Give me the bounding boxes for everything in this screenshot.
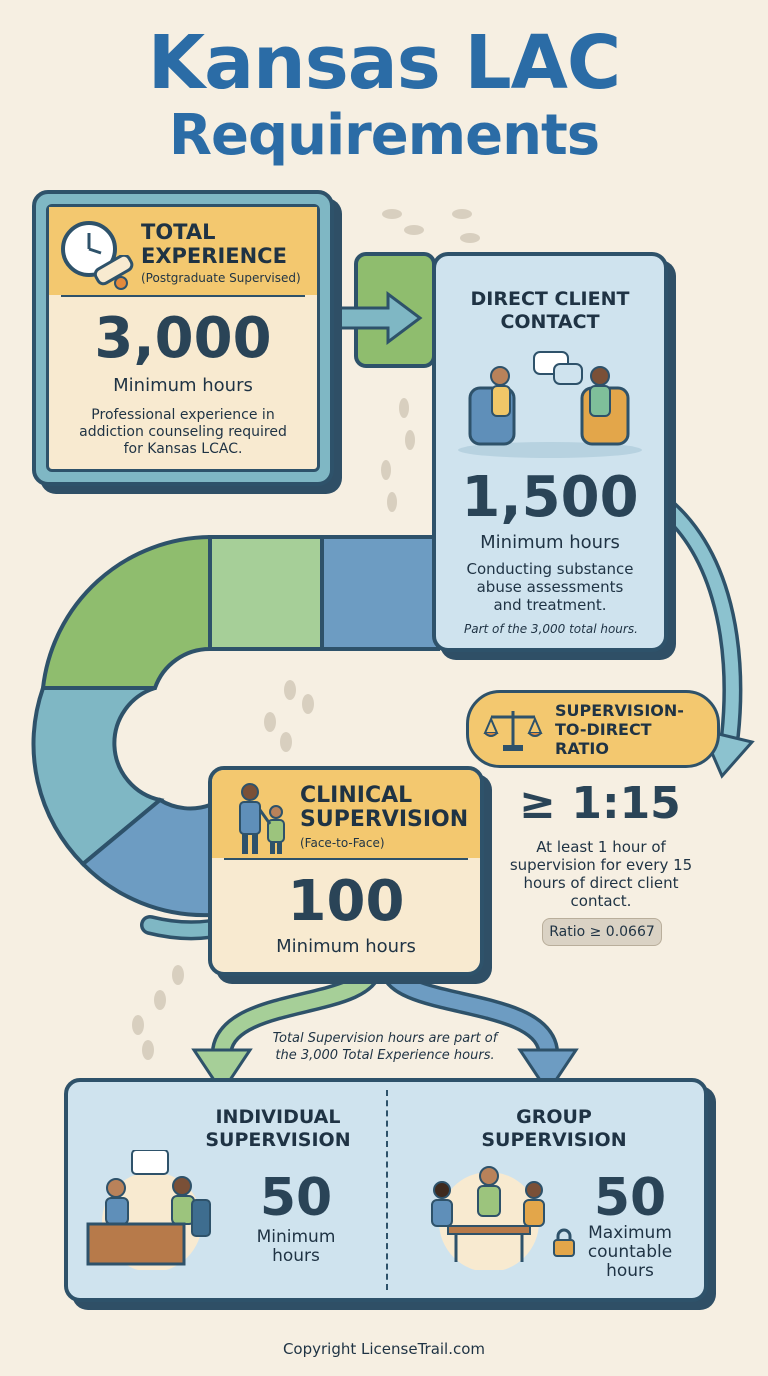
individual-heading: INDIVIDUAL SUPERVISION	[205, 1106, 351, 1151]
unit: Minimum hours	[276, 936, 416, 957]
divider	[61, 295, 305, 297]
heading: DIRECT CLIENT CONTACT	[470, 288, 630, 333]
unit: Minimum hours	[480, 532, 620, 553]
qualifier: (Face-to-Face)	[300, 836, 385, 850]
desk-meeting-icon	[86, 1150, 211, 1270]
individual-unit: Minimum hours	[256, 1227, 336, 1266]
supervision-breakdown-card: INDIVIDUAL SUPERVISION 50 Minimum hours …	[64, 1078, 708, 1302]
counseling-session-icon	[458, 351, 642, 458]
value: 3,000	[94, 306, 272, 371]
group-table-icon	[431, 1166, 545, 1270]
group-unit: Maximum countable hours	[587, 1223, 673, 1281]
u-path	[31, 534, 440, 918]
certificate-icon	[93, 255, 134, 290]
clock-icon	[61, 221, 117, 277]
description: Conducting substance abuse assessments a…	[466, 560, 634, 614]
page-title: Kansas LAC	[147, 20, 621, 106]
scales-icon	[483, 711, 543, 751]
split-arrow-right	[379, 962, 579, 1095]
ratio-chip: Ratio ≥ 0.0667	[542, 918, 662, 946]
footer-copyright: Copyright LicenseTrail.com	[282, 1340, 486, 1358]
ratio-description: At least 1 hour of supervision for every…	[509, 838, 693, 910]
clinical-supervision-card: CLINICAL SUPERVISION (Face-to-Face) 100 …	[208, 766, 484, 976]
adult-child-icon	[239, 783, 285, 854]
ratio-value: ≥ 1:15	[519, 778, 681, 829]
direct-contact-card: DIRECT CLIENT CONTACT 1,500 Minimum hour…	[432, 252, 668, 652]
total-experience-card: TOTAL EXPERIENCE (Postgraduate Supervise…	[32, 190, 334, 486]
description: Professional experience in addiction cou…	[79, 407, 287, 457]
note: Part of the 3,000 total hours.	[464, 622, 638, 636]
heading: EXPERIENCE	[141, 244, 287, 268]
qualifier: (Postgraduate Supervised)	[141, 271, 301, 285]
divider	[224, 858, 468, 860]
page-subtitle: Requirements	[168, 103, 600, 168]
group-value: 50	[593, 1168, 667, 1228]
split-arrow-left	[191, 962, 383, 1095]
individual-value: 50	[259, 1168, 333, 1228]
unit: Minimum hours	[113, 375, 253, 396]
heading: CLINICAL SUPERVISION	[300, 783, 469, 832]
ratio-pill: SUPERVISION- TO-DIRECT RATIO	[466, 690, 720, 768]
group-heading: GROUP SUPERVISION	[481, 1106, 627, 1151]
value: 1,500	[461, 465, 639, 530]
lock-icon	[553, 1228, 575, 1257]
split-note: Total Supervision hours are part of the …	[272, 1031, 498, 1063]
heading: SUPERVISION- TO-DIRECT RATIO	[555, 701, 684, 758]
value: 100	[287, 869, 405, 934]
divider	[386, 1090, 388, 1290]
heading: TOTAL	[141, 220, 216, 244]
chat-bubble-icon	[131, 1150, 169, 1175]
footprints-icon	[132, 209, 480, 1060]
